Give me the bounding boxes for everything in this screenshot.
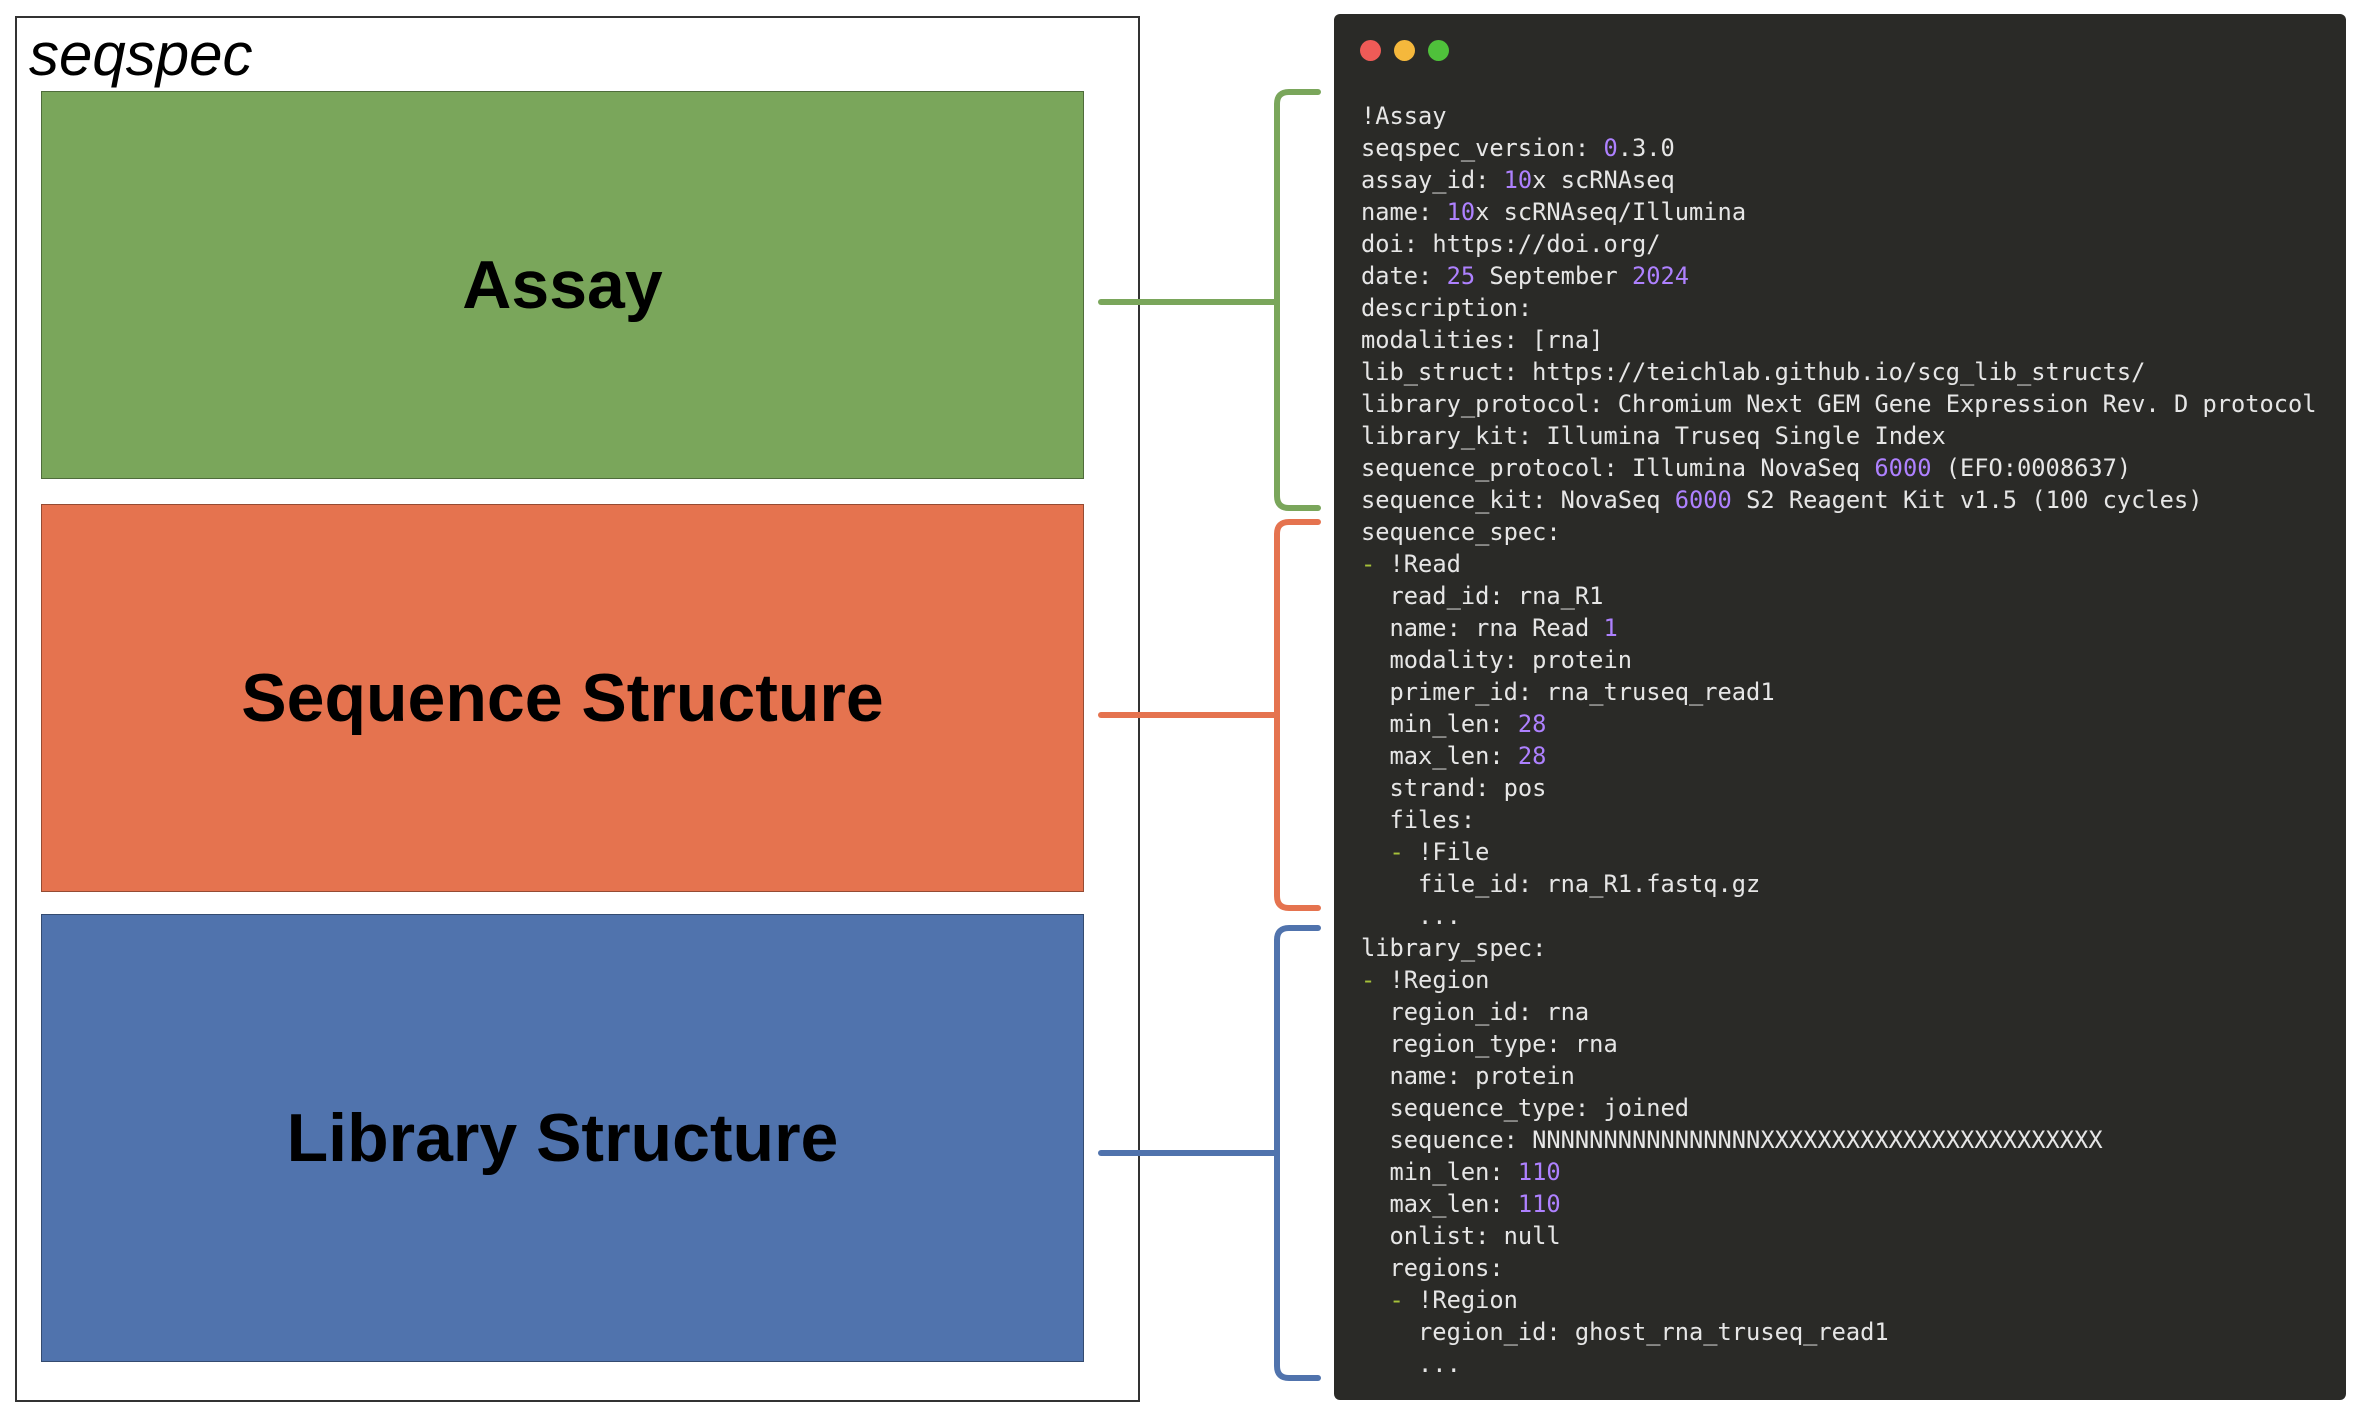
code-line: sequence_kit: NovaSeq 6000 S2 Reagent Ki… (1361, 486, 2203, 514)
yaml-code: !Assay seqspec_version: 0.3.0 assay_id: 10… (1361, 100, 2317, 1380)
code-line: ... (1361, 1350, 1461, 1378)
code-line: seqspec_version: 0.3.0 (1361, 134, 1675, 162)
code-line: description: (1361, 294, 1533, 322)
code-line: min_len: 28 (1361, 710, 1547, 738)
code-line: sequence: NNNNNNNNNNNNNNNNXXXXXXXXXXXXXX… (1361, 1126, 2103, 1154)
code-line: sequence_protocol: Illumina NovaSeq 6000… (1361, 454, 2132, 482)
code-line: files: (1361, 806, 1476, 834)
library-structure-block: Library Structure (41, 914, 1084, 1362)
minimize-window-icon[interactable] (1394, 40, 1415, 61)
code-line: - !Read (1361, 550, 1461, 578)
panel-title: seqspec (29, 21, 253, 88)
code-line: name: rna Read 1 (1361, 614, 1618, 642)
code-line: sequence_spec: (1361, 518, 1561, 546)
code-line: lib_struct: https://teichlab.github.io/s… (1361, 358, 2146, 386)
code-line: min_len: 110 (1361, 1158, 1561, 1186)
code-line: region_type: rna (1361, 1030, 1618, 1058)
code-line: regions: (1361, 1254, 1504, 1282)
code-line: modality: protein (1361, 646, 1632, 674)
code-line: !Assay (1361, 102, 1447, 130)
assay-block: Assay (41, 91, 1084, 479)
code-line: ... (1361, 902, 1461, 930)
code-line: library_spec: (1361, 934, 1547, 962)
library-structure-block-label: Library Structure (286, 1100, 839, 1176)
code-line: doi: https://doi.org/ (1361, 230, 1661, 258)
code-line: - !Region (1361, 966, 1490, 994)
code-line: - !File (1389, 838, 1490, 866)
sequence-structure-bracket (1274, 519, 1321, 911)
code-line: name: protein (1361, 1062, 1575, 1090)
maximize-window-icon[interactable] (1428, 40, 1449, 61)
code-line: sequence_type: joined (1361, 1094, 1690, 1122)
code-line: primer_id: rna_truseq_read1 (1361, 678, 1775, 706)
code-line: max_len: 110 (1361, 1190, 1561, 1218)
code-line: onlist: null (1361, 1222, 1561, 1250)
code-line: max_len: 28 (1361, 742, 1547, 770)
code-line: region_id: rna (1361, 998, 1590, 1026)
code-line: read_id: rna_R1 (1361, 582, 1604, 610)
code-line: modalities: [rna] (1361, 326, 1604, 354)
code-line: date: 25 September 2024 (1361, 262, 1690, 290)
library-structure-bracket (1274, 925, 1321, 1381)
sequence-structure-block-label: Sequence Structure (241, 660, 884, 736)
code-line: strand: pos (1361, 774, 1547, 802)
code-line: library_protocol: Chromium Next GEM Gene… (1361, 390, 2317, 418)
code-line: file_id: rna_R1.fastq.gz (1361, 870, 1761, 898)
code-line: - !Region (1389, 1286, 1518, 1314)
code-line: library_kit: Illumina Truseq Single Inde… (1361, 422, 1946, 450)
assay-bracket (1274, 89, 1321, 511)
code-window: !Assay seqspec_version: 0.3.0 assay_id: 10… (1334, 14, 2346, 1400)
code-line: name: 10x scRNAseq/Illumina (1361, 198, 1747, 226)
assay-block-label: Assay (462, 247, 663, 323)
code-line: region_id: ghost_rna_truseq_read1 (1361, 1318, 1889, 1346)
close-window-icon[interactable] (1360, 40, 1381, 61)
sequence-structure-block: Sequence Structure (41, 504, 1084, 892)
code-line: assay_id: 10x scRNAseq (1361, 166, 1675, 194)
